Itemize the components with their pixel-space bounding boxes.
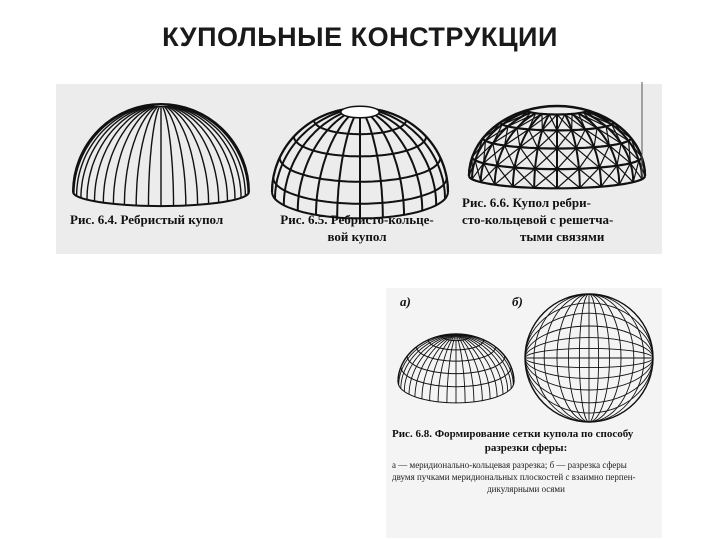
sphere-two-pencils-drawing [524,293,654,423]
ribbed-dome-drawing [72,103,250,208]
fig-6-6-caption-line3: тыми связями [520,229,605,244]
fig-6-6-caption-line1: Рис. 6.6. Купол ребри- [462,195,591,210]
fig-6-8-note-line2: двумя пучками меридиональных плоскостей … [392,472,636,482]
fig-6-8-note-line3: дикулярными осями [487,484,565,494]
lattice-dome-drawing [467,82,647,190]
bottom-figure-panel [386,288,662,538]
fig-6-8-caption-line2: разрезки сферы: [484,442,568,454]
fig-6-6-caption-line2: сто-кольцевой с решетча- [462,212,614,227]
fig-6-8-caption-line1: Рис. 6.8. Формирование сетки купола по с… [392,428,634,440]
fig-6-4-caption: Рис. 6.4. Ребристый купол [70,212,224,227]
meridional-ring-dome-drawing [397,333,515,404]
fig-6-8-note-line1: а — меридионально-кольцевая разрезка; б … [392,460,627,470]
ribbed-ring-dome-drawing [270,105,450,220]
page-title: КУПОЛЬНЫЕ КОНСТРУКЦИИ [162,22,558,52]
fig-6-8-label-b: б) [512,294,523,309]
fig-6-8-label-a: а) [400,294,411,309]
fig-6-5-caption-line1: Рис. 6.5. Ребристо-кольце- [280,212,434,227]
fig-6-5-caption-line2: вой купол [327,229,387,244]
